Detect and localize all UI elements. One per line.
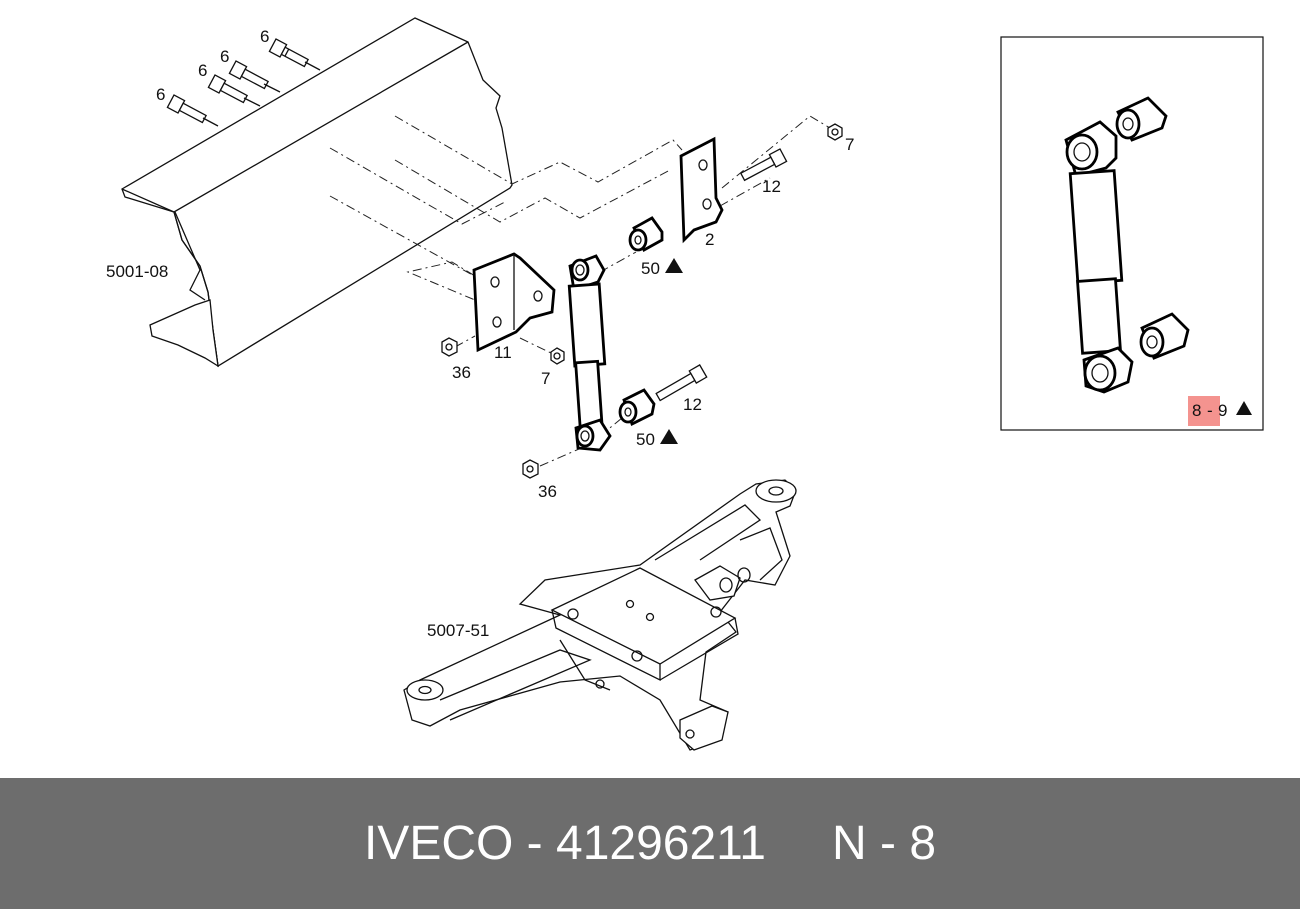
triangle-icon	[1236, 401, 1252, 415]
bracket-11	[472, 252, 556, 353]
frame-rail	[121, 17, 513, 368]
callout-nut-7-top: 7	[845, 135, 854, 154]
callout-bracket-11: 11	[494, 343, 512, 362]
nut-7-top	[827, 123, 843, 141]
nut-7-mid	[550, 347, 565, 365]
shock-absorber	[567, 254, 612, 452]
inset-part-from: 8	[1192, 401, 1201, 420]
bolt-6-group	[166, 38, 321, 127]
bush-50-top	[628, 216, 664, 252]
callout-bolt-6-d: 6	[156, 85, 165, 104]
inset-box: 8 - 9	[1000, 36, 1264, 431]
callout-bracket-2: 2	[705, 230, 714, 249]
callout-bolt-6-a: 6	[260, 27, 269, 46]
callout-bush-50-low: 50	[636, 430, 655, 449]
axle-beam	[403, 479, 797, 751]
bush-50-low	[618, 388, 656, 426]
callout-bolt-12-top: 12	[762, 177, 781, 196]
callout-nut-36-left: 36	[452, 363, 471, 382]
triangle-icon	[665, 258, 683, 273]
parts-diagram: 8 - 9 6 6 6 6 5001-08 7 12 2 50 11 36 7 …	[106, 17, 1264, 751]
callout-frame-ref: 5001-08	[106, 262, 168, 281]
bolt-12-top	[739, 148, 788, 182]
inset-separator: -	[1207, 401, 1213, 420]
callout-bolt-6-b: 6	[220, 47, 229, 66]
assembly-lines	[329, 115, 831, 467]
callout-bush-50-top: 50	[641, 259, 660, 278]
nut-36-left	[441, 337, 458, 357]
callout-nut-36-low: 36	[538, 482, 557, 501]
callout-bolt-12-low: 12	[683, 395, 702, 414]
part-highlight	[1188, 396, 1220, 426]
callout-axle-ref: 5007-51	[427, 621, 489, 640]
nut-36-low	[522, 459, 539, 479]
inset-part-to: 9	[1218, 401, 1227, 420]
footer-bar: IVECO - 41296211 N - 8	[0, 778, 1300, 909]
triangle-icon	[660, 429, 678, 444]
bolt-12-low	[655, 364, 708, 402]
page-reference: N - 8	[832, 817, 937, 870]
callout-bolt-6-c: 6	[198, 61, 207, 80]
brand-part-number: IVECO - 41296211	[363, 817, 766, 870]
callout-nut-7-mid: 7	[541, 369, 550, 388]
bracket-2	[679, 136, 724, 244]
callout-labels: 6 6 6 6 5001-08 7 12 2 50 11 36 7 12 50 …	[106, 27, 854, 640]
